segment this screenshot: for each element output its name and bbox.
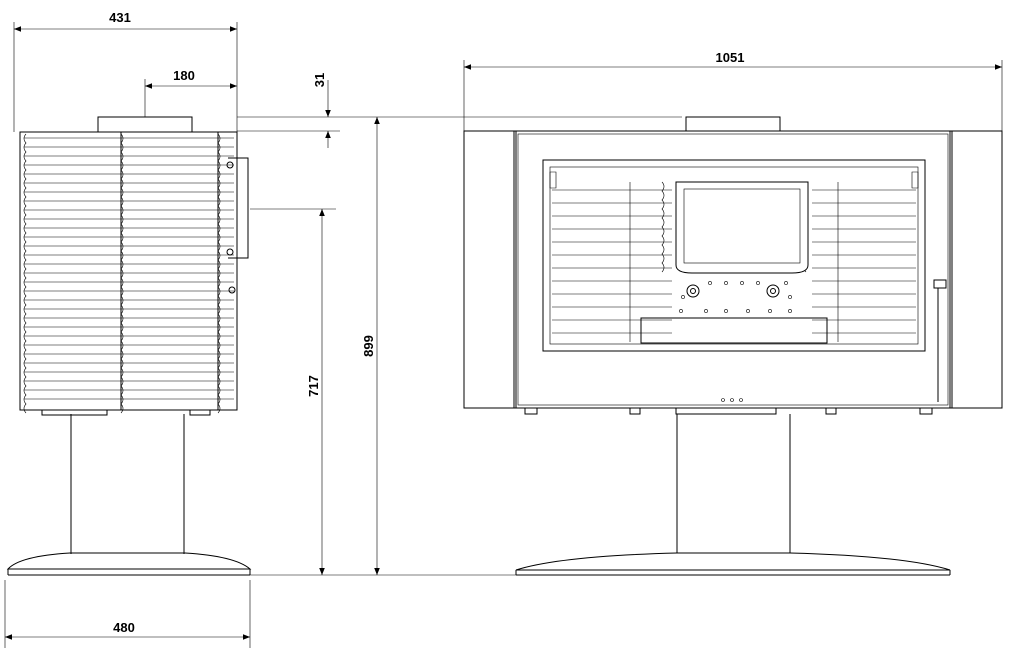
dim-431-label: 431 — [109, 10, 131, 25]
dim-899-label: 899 — [361, 335, 376, 357]
side-view — [6, 116, 252, 576]
dimension-labels: 431 180 1051 480 31 717 899 — [109, 10, 744, 635]
dimension-lines — [4, 22, 1003, 648]
dim-480-label: 480 — [113, 620, 135, 635]
dim-180-label: 180 — [173, 68, 195, 83]
vent-dots — [679, 281, 792, 313]
dim-717-label: 717 — [306, 375, 321, 397]
dim-31-label: 31 — [312, 73, 327, 87]
front-view — [463, 116, 1003, 576]
side-ribs — [23, 133, 234, 414]
dim-1051-label: 1051 — [716, 50, 745, 65]
control-knobs — [686, 284, 780, 298]
